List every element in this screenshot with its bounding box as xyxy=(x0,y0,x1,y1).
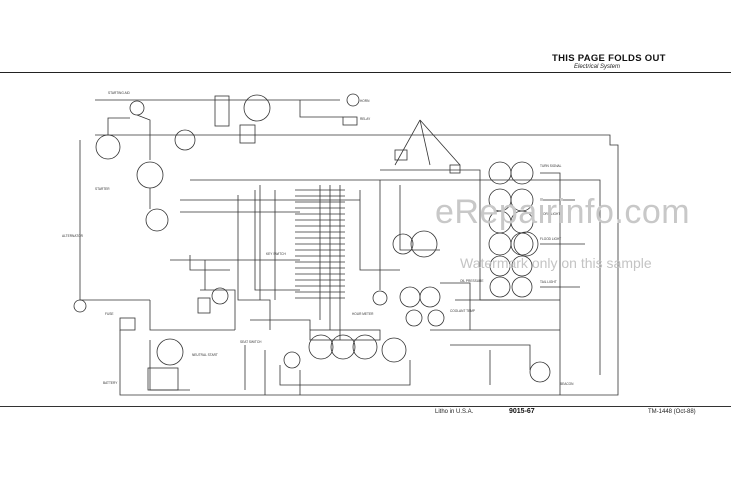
svg-text:STARTING AID: STARTING AID xyxy=(108,91,131,95)
svg-text:SEAT SWITCH: SEAT SWITCH xyxy=(240,340,262,344)
footer-litho: Litho in U.S.A. xyxy=(435,409,474,415)
svg-text:HOUR METER: HOUR METER xyxy=(352,312,374,316)
page-title: THIS PAGE FOLDS OUT xyxy=(552,53,666,64)
svg-text:BATTERY: BATTERY xyxy=(103,381,118,385)
svg-text:NEUTRAL START: NEUTRAL START xyxy=(192,353,218,357)
footer-rule xyxy=(0,406,731,407)
section-subtitle: Electrical System xyxy=(574,64,621,70)
svg-text:WORK LIGHT: WORK LIGHT xyxy=(540,212,560,216)
svg-text:BEACON: BEACON xyxy=(560,382,574,386)
svg-text:RELAY: RELAY xyxy=(360,117,371,121)
header-rule xyxy=(0,72,731,73)
footer-page-number: 9015-67 xyxy=(509,408,535,415)
svg-text:STARTER: STARTER xyxy=(95,187,110,191)
footer-tm-code: TM-1448 (Oct-88) xyxy=(648,409,696,415)
svg-text:KEY SWITCH: KEY SWITCH xyxy=(266,252,286,256)
svg-text:COOLANT TEMP: COOLANT TEMP xyxy=(450,309,475,313)
svg-text:ALTERNATOR: ALTERNATOR xyxy=(62,234,84,238)
svg-text:TAIL LIGHT: TAIL LIGHT xyxy=(540,280,557,284)
svg-text:FUSE: FUSE xyxy=(105,312,114,316)
svg-text:OIL PRESSURE: OIL PRESSURE xyxy=(460,279,483,283)
svg-text:FLOOD LIGHT: FLOOD LIGHT xyxy=(540,237,561,241)
svg-text:HORN: HORN xyxy=(360,99,370,103)
watermark-notice: Watermark only on this sample xyxy=(460,255,652,271)
watermark-site: eRepairinfo.com xyxy=(435,193,691,231)
svg-text:TURN SIGNAL: TURN SIGNAL xyxy=(540,164,562,168)
